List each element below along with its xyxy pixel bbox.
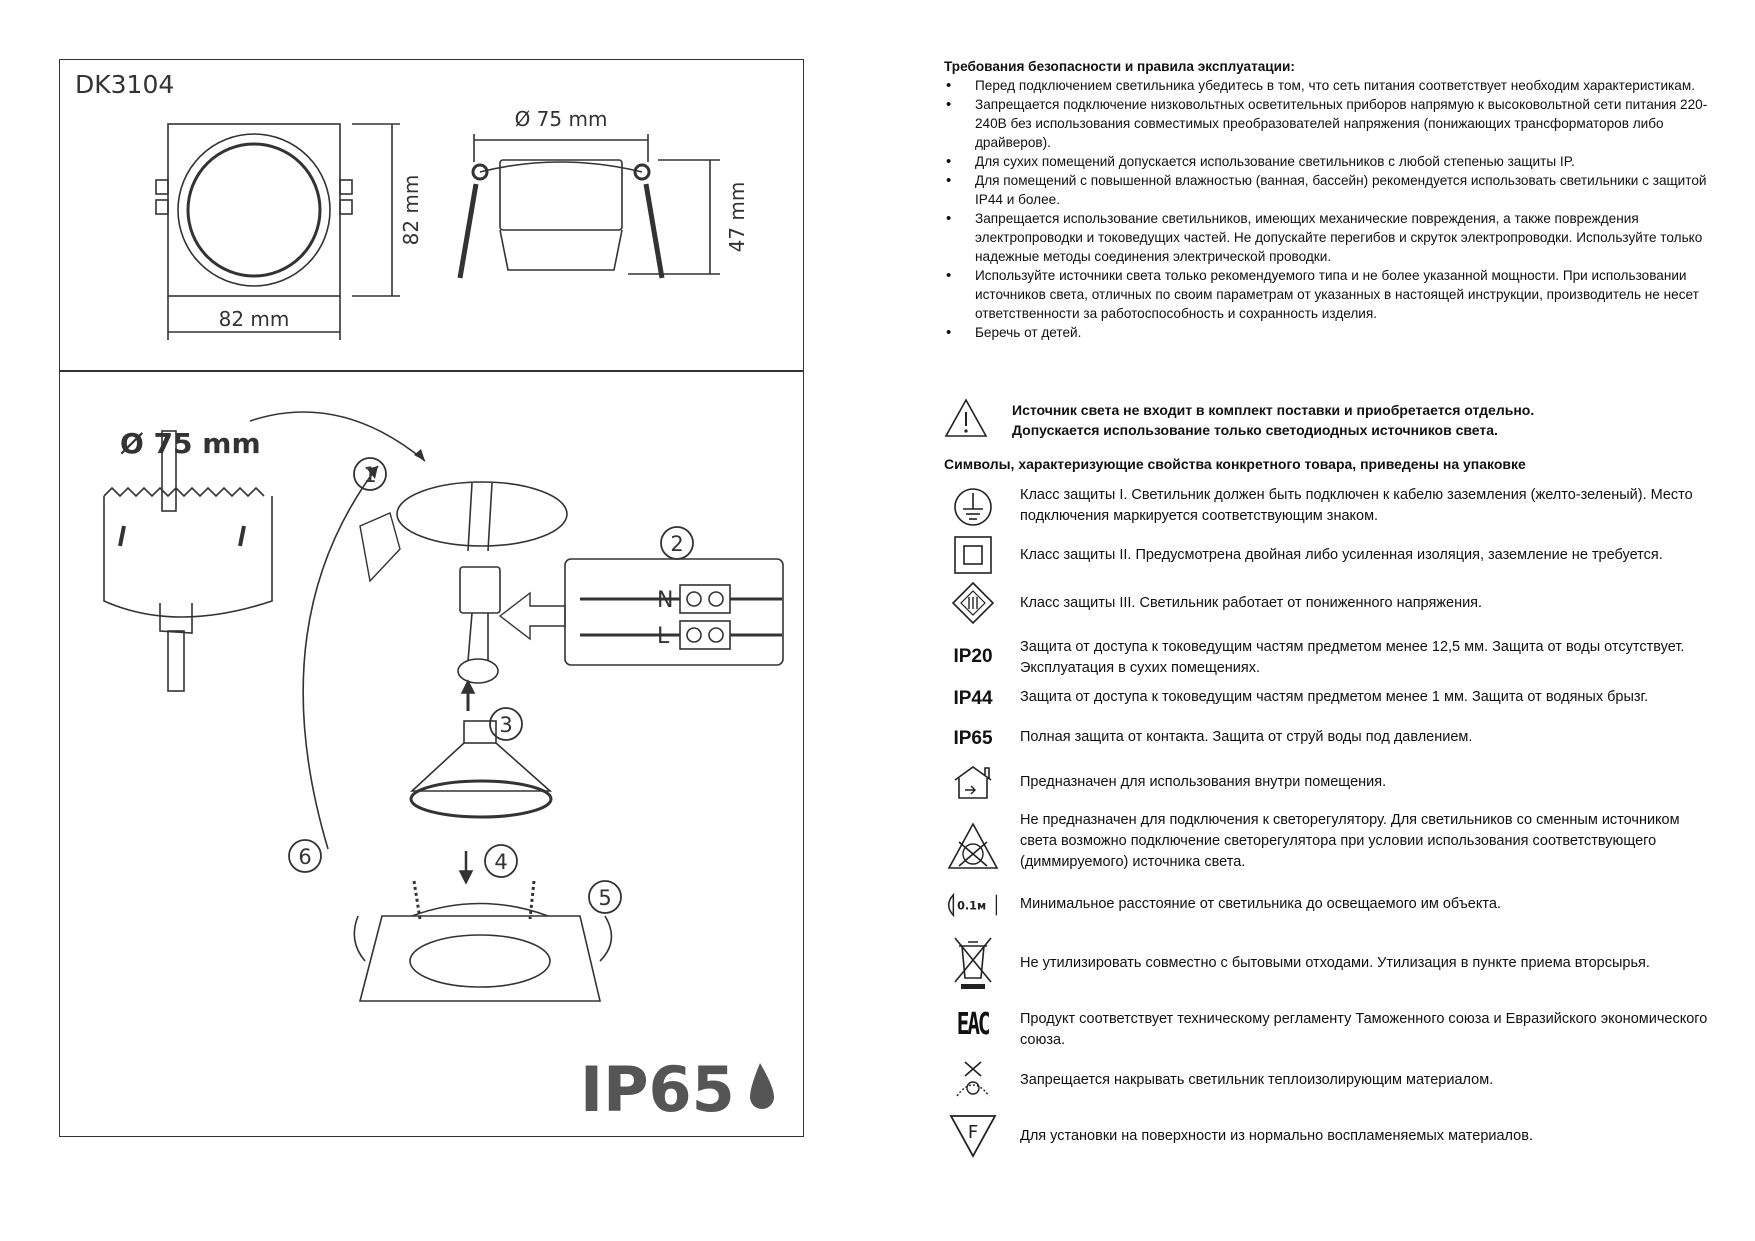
class-three-icon bbox=[944, 581, 1002, 625]
symbol-text: Класс защиты II. Предусмотрена двойная л… bbox=[1020, 547, 1663, 563]
side-width-label: 82 mm bbox=[219, 307, 290, 331]
list-item: Используйте источники света только реком… bbox=[944, 266, 1724, 323]
double-square-icon bbox=[944, 534, 1002, 576]
ip20-code: IP20 bbox=[953, 645, 993, 667]
dimensions-panel: DK3104 82 mm 82 mm bbox=[59, 59, 804, 372]
warning-line-1: Источник света не входит в комплект пост… bbox=[1012, 402, 1535, 418]
diameter-label: Ø 75 mm bbox=[515, 107, 608, 131]
symbol-text: Предназначен для использования внутри по… bbox=[1020, 774, 1387, 790]
model-number: DK3104 bbox=[75, 70, 175, 99]
indoor-house-icon bbox=[944, 762, 1002, 802]
min-distance-label: 0.1м bbox=[957, 900, 986, 913]
min-distance-icon: 0.1м bbox=[944, 888, 1002, 922]
side-view bbox=[457, 134, 720, 279]
side-height-label: 82 mm bbox=[399, 175, 423, 246]
list-item: Запрещается подключение низковольтных ос… bbox=[944, 95, 1724, 152]
no-dimmer-icon bbox=[944, 818, 1002, 874]
f-label: F bbox=[968, 1122, 978, 1143]
arrow-to-ceiling bbox=[249, 411, 426, 462]
no-cover-insulation-icon bbox=[944, 1058, 1002, 1102]
requirements-title: Требования безопасности и правила эксплу… bbox=[944, 59, 1295, 74]
ceiling-disc bbox=[359, 481, 568, 684]
warning-triangle-icon bbox=[944, 398, 988, 437]
symbol-text: Не предназначен для подключения к светор… bbox=[1020, 812, 1680, 870]
symbol-text: Класс защиты I. Светильник должен быть п… bbox=[1020, 487, 1693, 524]
symbol-text: Для установки на поверхности из нормальн… bbox=[1020, 1128, 1533, 1144]
cutout-diameter-label: Ø 75 mm bbox=[120, 427, 261, 460]
symbols-title: Символы, характеризующие свойства конкре… bbox=[944, 456, 1526, 472]
warning-line-2: Допускается использование только светоди… bbox=[1012, 422, 1498, 438]
ip65-badge: IP65 bbox=[580, 1053, 735, 1126]
symbol-text: Защита от доступа к токоведущим частям п… bbox=[1020, 689, 1649, 705]
dimension-drawing: 82 mm 82 mm Ø 75 mm 47 mm bbox=[155, 107, 749, 340]
f-mark-icon: F bbox=[944, 1112, 1002, 1160]
hole-saw bbox=[103, 430, 273, 692]
step-3: 3 bbox=[499, 713, 512, 737]
list-item: Для сухих помещений допускается использо… bbox=[944, 152, 1724, 171]
water-drop-icon bbox=[750, 1063, 774, 1109]
requirements-section: Требования безопасности и правила эксплу… bbox=[944, 57, 1724, 342]
arrowhead bbox=[414, 449, 425, 461]
symbol-text: Не утилизировать совместно с бытовыми от… bbox=[1020, 955, 1650, 971]
list-item: Беречь от детей. bbox=[944, 323, 1724, 342]
earth-ground-icon bbox=[944, 485, 1002, 529]
neutral-label: N bbox=[657, 588, 673, 613]
list-item: Для помещений с повышенной влажностью (в… bbox=[944, 171, 1724, 209]
arrowhead bbox=[367, 466, 378, 479]
symbol-text: Класс защиты III. Светильник работает от… bbox=[1020, 595, 1483, 611]
eac-mark-icon: EAC bbox=[944, 994, 1002, 1054]
symbol-text: Полная защита от контакта. Защита от стр… bbox=[1020, 729, 1473, 745]
symbol-text: Защита от доступа к токоведущим частям п… bbox=[1020, 639, 1685, 676]
step-6: 6 bbox=[298, 845, 311, 869]
installation-panel: Ø 75 mm 1 2 3 4 5 6 bbox=[59, 370, 804, 1137]
installation-drawing: Ø 75 mm 1 2 3 4 5 6 bbox=[103, 411, 784, 1126]
eac-label: EAC bbox=[957, 1006, 991, 1042]
front-view bbox=[155, 123, 400, 340]
ip44-code: IP44 bbox=[953, 687, 993, 709]
arrow-step-6 bbox=[302, 465, 379, 850]
list-item: Перед подключением светильника убедитесь… bbox=[944, 76, 1724, 95]
symbol-text: Продукт соответствует техническому регла… bbox=[1020, 1011, 1708, 1048]
height-label: 47 mm bbox=[725, 182, 749, 253]
requirements-list: Перед подключением светильника убедитесь… bbox=[944, 76, 1724, 342]
live-label: L bbox=[657, 624, 670, 649]
step-5: 5 bbox=[598, 886, 611, 910]
step-4: 4 bbox=[494, 850, 507, 874]
wiring-inset bbox=[498, 558, 784, 666]
symbol-text: Запрещается накрывать светильник теплоиз… bbox=[1020, 1072, 1494, 1088]
list-item: Запрещается использование светильников, … bbox=[944, 209, 1724, 266]
mr16-bulb bbox=[409, 679, 553, 819]
ip65-code: IP65 bbox=[953, 727, 993, 749]
crossed-bin-icon bbox=[944, 932, 1002, 992]
square-fixture bbox=[353, 851, 613, 1002]
symbol-text: Минимальное расстояние от светильника до… bbox=[1020, 896, 1501, 912]
step-2: 2 bbox=[670, 532, 683, 556]
